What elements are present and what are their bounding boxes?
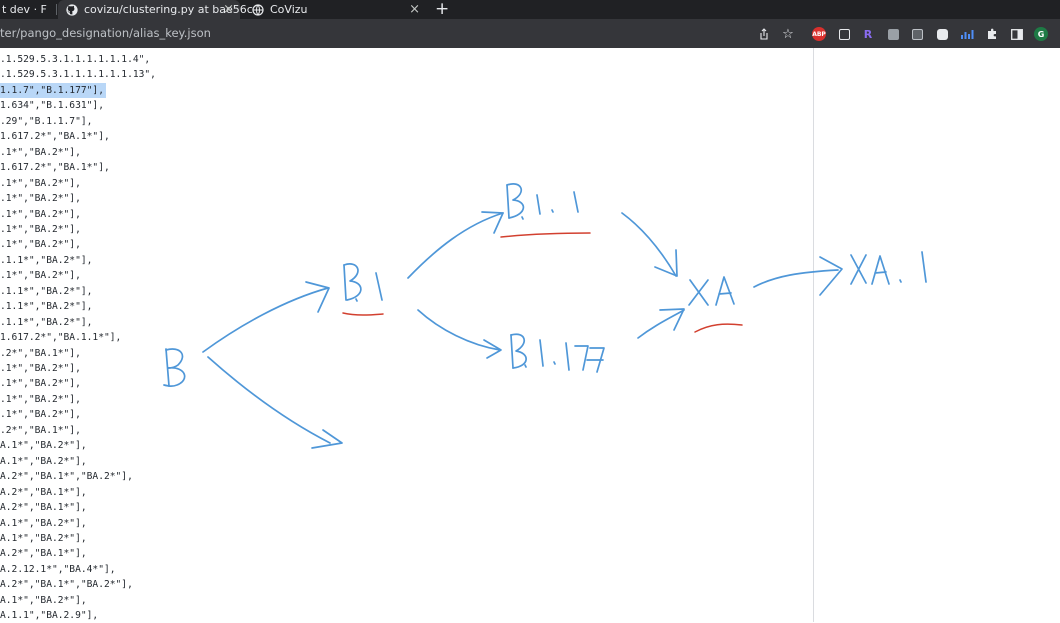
- code-line: .1.1*","BA.2*"],: [0, 316, 93, 328]
- code-line: .2*","BA.1*"],: [0, 347, 81, 359]
- code-line: .1*","BA.2*"],: [0, 270, 81, 282]
- code-line: 1.617.2*","BA.1*"],: [0, 162, 110, 174]
- adblock-extension-icon[interactable]: ABP: [812, 27, 826, 41]
- code-line: .1.529.5.3.1.1.1.1.1.1.4",: [0, 54, 151, 65]
- address-bar[interactable]: ter/pango_designation/alias_key.json: [0, 26, 211, 40]
- extension-grid-icon[interactable]: [886, 27, 900, 41]
- code-line: .1*","BA.2*"],: [0, 223, 81, 235]
- arrowhead-xa-to-xa1: [819, 256, 843, 296]
- panel-divider: [813, 48, 814, 622]
- extensions-puzzle-icon[interactable]: [985, 27, 999, 41]
- code-line: .1*","BA.2*"],: [0, 378, 81, 390]
- tab-2-title: covizu/clustering.py at bae56c: [84, 3, 253, 16]
- globe-icon: [252, 3, 264, 16]
- side-panel-icon[interactable]: [1010, 27, 1024, 41]
- code-line: A.1.1","BA.2.9"],: [0, 610, 99, 622]
- code-line: .1*","BA.2*"],: [0, 393, 81, 405]
- code-line: .1*","BA.2*"],: [0, 409, 81, 421]
- extension-photo-icon[interactable]: [910, 27, 924, 41]
- tab-3-title: CoVizu: [270, 3, 308, 16]
- toolbar: ter/pango_designation/alias_key.json ☆ A…: [0, 19, 1060, 48]
- code-line: 1.1.7","B.1.177"],: [0, 82, 106, 98]
- tab-2-close-icon[interactable]: ×: [223, 2, 234, 17]
- code-line: 1.634","B.1.631"],: [0, 100, 104, 112]
- code-line: A.2*","BA.1*"],: [0, 486, 87, 498]
- handwritten-xa1: [850, 251, 927, 285]
- code-line: A.1*","BA.2*"],: [0, 594, 87, 606]
- tab-1-title: t dev · F: [2, 3, 47, 16]
- code-line: 1.617.2*","BA.1*"],: [0, 131, 110, 143]
- new-tab-button[interactable]: +: [435, 0, 450, 19]
- code-line: 1.617.2*","BA.1.1*"],: [0, 332, 122, 344]
- code-line: .1*","BA.2*"],: [0, 146, 81, 158]
- code-line: A.2*","BA.1*"],: [0, 502, 87, 514]
- extension-bag-icon[interactable]: [935, 27, 949, 41]
- share-icon[interactable]: [757, 27, 771, 41]
- code-line: .1*","BA.2*"],: [0, 193, 81, 205]
- code-line: .1.1*","BA.2*"],: [0, 254, 93, 266]
- code-line: A.1*","BA.2*"],: [0, 517, 87, 529]
- code-line: A.2*","BA.1*"],: [0, 548, 87, 560]
- tab-1[interactable]: t dev · F: [0, 0, 55, 19]
- code-line: .1.529.5.3.1.1.1.1.1.1.13",: [0, 69, 156, 81]
- code-line: .2*","BA.1*"],: [0, 424, 81, 436]
- code-line: .29","B.1.1.7"],: [0, 115, 93, 127]
- code-line: A.1*","BA.2*"],: [0, 455, 87, 467]
- bookmark-star-icon[interactable]: ☆: [782, 26, 794, 42]
- extension-chart-icon[interactable]: [960, 27, 974, 41]
- extension-window-icon[interactable]: [837, 27, 851, 41]
- code-line: .1*","BA.2*"],: [0, 239, 81, 251]
- tab-separator: [56, 4, 57, 15]
- github-icon: [66, 3, 78, 16]
- code-line: .1*","BA.2*"],: [0, 363, 81, 374]
- code-line: A.1*","BA.2*"],: [0, 532, 87, 544]
- json-code-view: .1.529.5.3.1.1.1.1.1.1.4", .1.529.5.3.1.1…: [0, 50, 813, 622]
- tab-3[interactable]: CoVizu ×: [244, 0, 426, 19]
- code-line: .1.1*","BA.2*"],: [0, 301, 93, 313]
- extension-r-icon[interactable]: R: [863, 27, 873, 41]
- code-line: .1.1*","BA.2*"],: [0, 285, 93, 297]
- code-line: A.2*","BA.1*","BA.2*"],: [0, 579, 133, 591]
- tab-3-close-icon[interactable]: ×: [409, 2, 420, 17]
- code-line: A.2*","BA.1*","BA.2*"],: [0, 471, 133, 483]
- code-line: .1*","BA.2*"],: [0, 177, 81, 189]
- code-line: A.2.12.1*","BA.4*"],: [0, 563, 116, 575]
- tab-2[interactable]: covizu/clustering.py at bae56c ×: [58, 0, 253, 19]
- profile-avatar[interactable]: G: [1034, 27, 1048, 41]
- tab-strip: t dev · F covizu/clustering.py at bae56c…: [0, 0, 1060, 19]
- code-line: .1*","BA.2*"],: [0, 208, 81, 220]
- code-line: A.1*","BA.2*"],: [0, 440, 87, 452]
